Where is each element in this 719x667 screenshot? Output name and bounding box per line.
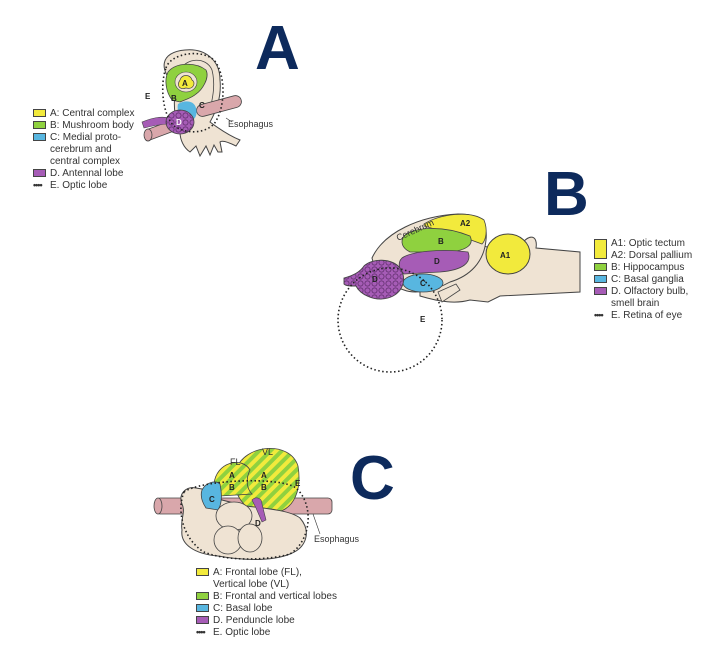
color-swatch: [196, 592, 209, 600]
legend-label: E. Optic lobe: [50, 180, 108, 191]
olfactory-bulb: [343, 259, 404, 300]
label-e: E: [420, 315, 426, 324]
frontal-lobe: [213, 462, 253, 497]
label-b-fl: B: [229, 483, 235, 492]
legend-label: D. Antennal lobe: [50, 168, 124, 179]
optic-tectum: [485, 233, 531, 275]
label-e: E: [295, 479, 301, 488]
legend-label: E. Retina of eye: [611, 310, 683, 321]
legend-label: E. Optic lobe: [213, 627, 271, 638]
label-b-vl: B: [261, 483, 267, 492]
legend-item: D. Olfactory bulb,: [594, 286, 692, 298]
legend-label: B: Frontal and vertical lobes: [213, 591, 337, 602]
central-complex: [178, 75, 195, 89]
legend-label: C: Basal ganglia: [611, 274, 684, 285]
label-a: A: [182, 79, 188, 88]
color-swatch: [33, 169, 46, 177]
vertebrate-brain-diagram: Cerebrum A2 A1 B D C D E: [337, 213, 581, 373]
color-swatch: [594, 287, 607, 295]
color-swatch: [196, 604, 209, 612]
legend-label: A2: Dorsal pallium: [611, 250, 693, 261]
legend-label: D. Olfactory bulb,: [611, 286, 689, 297]
label-a2: A2: [460, 219, 471, 228]
legend-item: C: Basal lobe: [196, 603, 337, 615]
color-swatch: [196, 568, 209, 576]
label-vl: VL: [262, 447, 273, 457]
panel-b-letter: B: [544, 160, 589, 229]
panel-c-letter: C: [350, 444, 395, 513]
color-swatch: [33, 133, 46, 141]
label-a-fl: A: [229, 471, 235, 480]
insect-brain-diagram: A B C D E Esophagus: [141, 49, 274, 158]
legend-item: B: Hippocampus: [594, 262, 692, 274]
legend-label: C: Basal lobe: [213, 603, 273, 614]
dotted-line-icon: ••••: [594, 310, 604, 320]
hippocampus: [401, 228, 472, 253]
legend-item: C: Basal ganglia: [594, 274, 692, 286]
retina-of-eye-outline: [337, 267, 443, 373]
legend-label: C: Medial proto-: [50, 132, 122, 143]
legend-panel-c: A: Frontal lobe (FL),Vertical lobe (VL)B…: [196, 567, 337, 639]
legend-label-continuation: Vertical lobe (VL): [213, 579, 290, 590]
label-a-vl: A: [261, 471, 267, 480]
panel-a-letter: A: [255, 14, 300, 83]
color-swatch: [594, 239, 607, 259]
optic-lobe-outline: [161, 52, 224, 133]
peduncle-lobe: [251, 497, 267, 523]
legend-label-continuation: central complex: [50, 156, 121, 167]
label-b: B: [171, 94, 177, 103]
label-b: B: [438, 237, 444, 246]
color-swatch: [594, 263, 607, 271]
label-d: D: [255, 519, 261, 528]
label-d-pallium: D: [434, 257, 440, 266]
label-d: D: [176, 118, 182, 127]
label-esophagus: Esophagus: [228, 119, 274, 129]
legend-label: A1: Optic tectum: [611, 238, 685, 249]
label-c: C: [209, 495, 215, 504]
legend-item: B: Mushroom body: [33, 120, 134, 132]
pallium-d: [398, 250, 470, 275]
optic-nerve: [437, 283, 461, 303]
legend-label: D. Penduncle lobe: [213, 615, 295, 626]
legend-item: D. Antennal lobe: [33, 168, 134, 180]
antennal-lobe: [165, 109, 195, 135]
legend-item: •••• E. Optic lobe: [196, 627, 337, 639]
optic-lobe-outline: [180, 480, 309, 560]
label-c: C: [199, 101, 205, 110]
legend-label: A: Central complex: [50, 108, 135, 119]
insect-inner-outline: [179, 59, 215, 111]
label-fl: FL: [230, 457, 241, 467]
label-c: C: [420, 279, 426, 288]
color-swatch: [594, 275, 607, 283]
dotted-line-icon: ••••: [196, 627, 206, 637]
legend-item: A1: Optic tectum: [594, 238, 692, 259]
legend-item: C: Medial proto-: [33, 132, 134, 144]
legend-label-continuation: smell brain: [611, 298, 660, 309]
legend-label: A: Frontal lobe (FL),: [213, 567, 302, 578]
legend-item: D. Penduncle lobe: [196, 615, 337, 627]
label-d-bulb: D: [372, 275, 378, 284]
label-e: E: [145, 92, 151, 101]
label-a1: A1: [500, 251, 511, 260]
legend-item: A: Central complex: [33, 108, 134, 120]
legend-item: •••• E. Retina of eye: [594, 310, 692, 322]
color-swatch: [33, 109, 46, 117]
color-swatch: [196, 616, 209, 624]
color-swatch: [33, 121, 46, 129]
cephalopod-brain-diagram: FL VL A A B B C D E Esophagus: [153, 447, 360, 560]
legend-item: A: Frontal lobe (FL),: [196, 567, 337, 579]
legend-item: A2: Dorsal pallium: [594, 250, 692, 262]
basal-lobe: [200, 481, 222, 511]
label-esophagus: Esophagus: [314, 534, 360, 544]
legend-label: B: Hippocampus: [611, 262, 685, 273]
legend-item: B: Frontal and vertical lobes: [196, 591, 337, 603]
legend-item: •••• E. Optic lobe: [33, 180, 134, 192]
legend-label: B: Mushroom body: [50, 120, 134, 131]
legend-label-continuation: cerebrum and: [50, 144, 112, 155]
dotted-line-icon: ••••: [33, 180, 43, 190]
